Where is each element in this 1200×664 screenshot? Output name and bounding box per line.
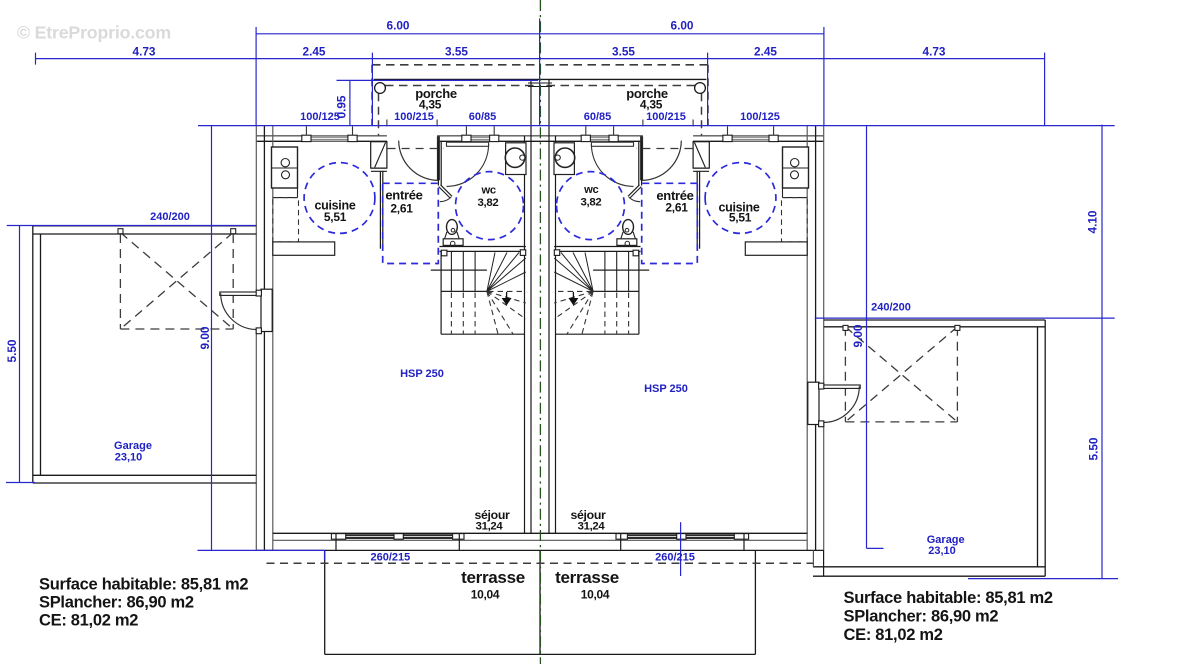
svg-text:HSP 250: HSP 250 [400,368,444,380]
svg-text:100/215: 100/215 [394,111,434,123]
svg-text:240/200: 240/200 [150,211,190,223]
svg-text:séjour: séjour [474,508,510,522]
svg-text:© EtreProprio.com: © EtreProprio.com [17,23,171,43]
svg-text:6.00: 6.00 [671,19,694,33]
svg-text:2,61: 2,61 [390,202,413,216]
svg-text:5,51: 5,51 [324,210,347,224]
svg-text:cuisine: cuisine [719,200,760,214]
svg-text:31,24: 31,24 [476,521,504,533]
svg-text:2.45: 2.45 [754,44,777,58]
svg-text:60/85: 60/85 [469,111,497,123]
svg-text:Garage: Garage [114,440,152,452]
svg-text:4.73: 4.73 [133,44,156,58]
svg-text:2.45: 2.45 [303,44,326,58]
svg-text:porche: porche [415,86,457,101]
svg-text:0.95: 0.95 [335,95,349,118]
svg-text:terrasse: terrasse [555,568,619,587]
svg-text:CE: 81,02 m2: CE: 81,02 m2 [844,626,943,644]
svg-text:3,82: 3,82 [478,197,499,209]
svg-text:6.00: 6.00 [387,19,410,33]
svg-text:100/125: 100/125 [300,111,340,123]
svg-text:60/85: 60/85 [584,111,612,123]
svg-text:3.55: 3.55 [612,44,635,58]
svg-text:2,61: 2,61 [665,201,688,215]
svg-text:3.55: 3.55 [445,44,468,58]
svg-text:9.00: 9.00 [851,324,865,347]
svg-text:5,51: 5,51 [729,211,752,225]
svg-text:4.10: 4.10 [1086,210,1100,233]
svg-text:entrée: entrée [656,188,693,203]
svg-text:Surface habitable: 85,81 m2: Surface habitable: 85,81 m2 [844,589,1053,607]
svg-text:Surface habitable: 85,81 m2: Surface habitable: 85,81 m2 [39,576,248,594]
svg-text:10,04: 10,04 [471,588,500,602]
svg-text:HSP 250: HSP 250 [644,383,688,395]
svg-text:SPlancher: 86,90 m2: SPlancher: 86,90 m2 [844,608,999,626]
svg-text:entrée: entrée [385,188,422,203]
svg-text:9.00: 9.00 [198,326,212,349]
svg-text:5.50: 5.50 [5,339,19,362]
svg-text:10,04: 10,04 [581,588,610,602]
svg-text:5.50: 5.50 [1087,437,1101,460]
svg-text:cuisine: cuisine [315,199,356,213]
svg-text:3,82: 3,82 [581,196,602,208]
svg-text:wc: wc [583,184,598,196]
svg-text:porche: porche [626,86,668,101]
svg-text:23,10: 23,10 [928,545,956,557]
svg-text:240/200: 240/200 [871,302,911,314]
svg-text:4,35: 4,35 [419,98,442,112]
svg-text:Garage: Garage [927,534,965,546]
svg-text:terrasse: terrasse [461,568,525,587]
svg-text:100/215: 100/215 [646,111,686,123]
svg-text:23,10: 23,10 [115,452,143,464]
svg-text:CE: 81,02 m2: CE: 81,02 m2 [39,612,138,630]
svg-text:4,35: 4,35 [640,98,663,112]
svg-text:260/215: 260/215 [655,552,695,564]
svg-text:260/215: 260/215 [371,552,411,564]
svg-text:SPlancher: 86,90 m2: SPlancher: 86,90 m2 [39,594,194,612]
svg-text:100/125: 100/125 [740,111,780,123]
svg-text:4.73: 4.73 [923,44,946,58]
svg-text:31,24: 31,24 [578,521,606,533]
svg-text:wc: wc [481,185,496,197]
svg-text:séjour: séjour [570,508,606,522]
